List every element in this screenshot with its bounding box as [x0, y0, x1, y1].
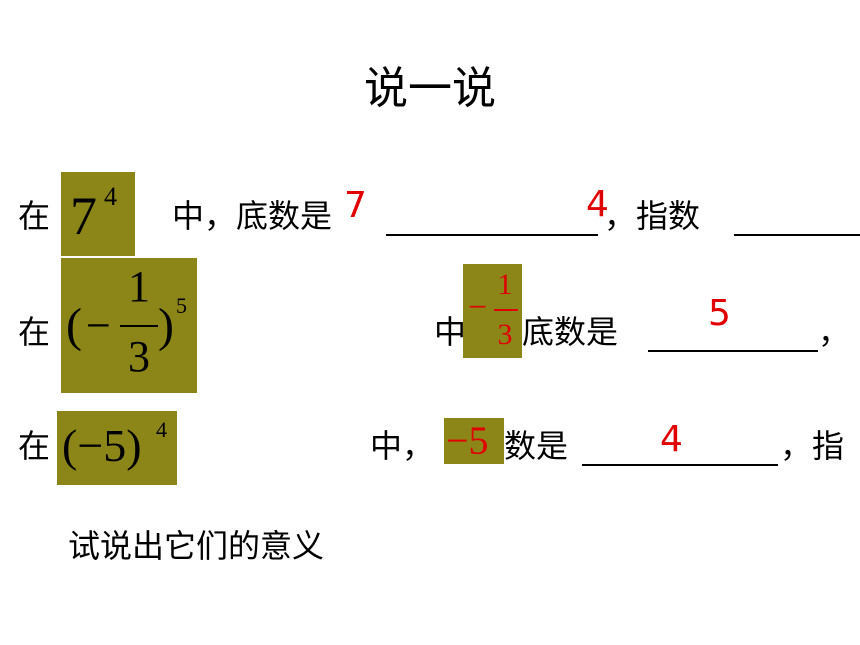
row2-denominator: 3: [128, 332, 150, 381]
row2-close-paren: ): [158, 299, 174, 352]
row2-minus-sign: −: [86, 301, 111, 350]
page-title: 说一说: [364, 63, 496, 114]
row1-base: 7: [70, 186, 97, 246]
row3-middle-text-start: 中，: [370, 427, 435, 465]
row2-numerator: 1: [128, 262, 150, 311]
row2-answer-box: [463, 264, 522, 358]
row2-answer-fraction-bar: [494, 309, 518, 311]
row2-fraction-bar: [120, 325, 158, 327]
row2-base-blank: [648, 350, 818, 352]
row1-tail-text: ，指数: [604, 197, 701, 235]
row1-answer-exponent: 4: [586, 184, 609, 225]
row2-answer-denominator: 3: [497, 318, 513, 351]
row1-exponent-blank: [734, 234, 860, 236]
row2-middle-text-start: 中: [434, 313, 467, 351]
row2-answer-sign: −: [468, 289, 488, 326]
row3-base-blank: [582, 464, 778, 466]
prompt-text: 试说出它们的意义: [68, 527, 325, 565]
row2-exponent: 5: [176, 293, 187, 318]
row3-middle-text-end: 数是: [504, 427, 569, 465]
row1-expression-box: [61, 172, 135, 256]
row2-lead: 在: [18, 313, 51, 351]
row1-lead: 在: [18, 197, 51, 235]
row2-answer-exponent: 5: [708, 293, 731, 334]
row3-base: (−5): [62, 420, 142, 471]
row3-answer-base: −5: [446, 418, 489, 463]
row3-lead: 在: [18, 427, 51, 465]
row3-answer-box: [444, 418, 504, 464]
row3-tail-text: ，指: [780, 427, 845, 465]
row2-middle-text-end: 底数是: [522, 313, 619, 351]
row3-exponent: 4: [156, 417, 167, 442]
row2-answer-numerator: 1: [497, 268, 513, 301]
row3-expression-box: [57, 411, 177, 485]
row1-middle-text: 中，底数是: [172, 197, 333, 235]
row2-tail-text: ，: [818, 313, 851, 351]
row1-base-blank: [386, 234, 598, 236]
row2-open-paren: (: [66, 299, 82, 352]
row1-exponent: 4: [104, 182, 117, 211]
row3-answer-exponent: 4: [660, 419, 683, 460]
row1-answer-base: 7: [344, 185, 367, 226]
